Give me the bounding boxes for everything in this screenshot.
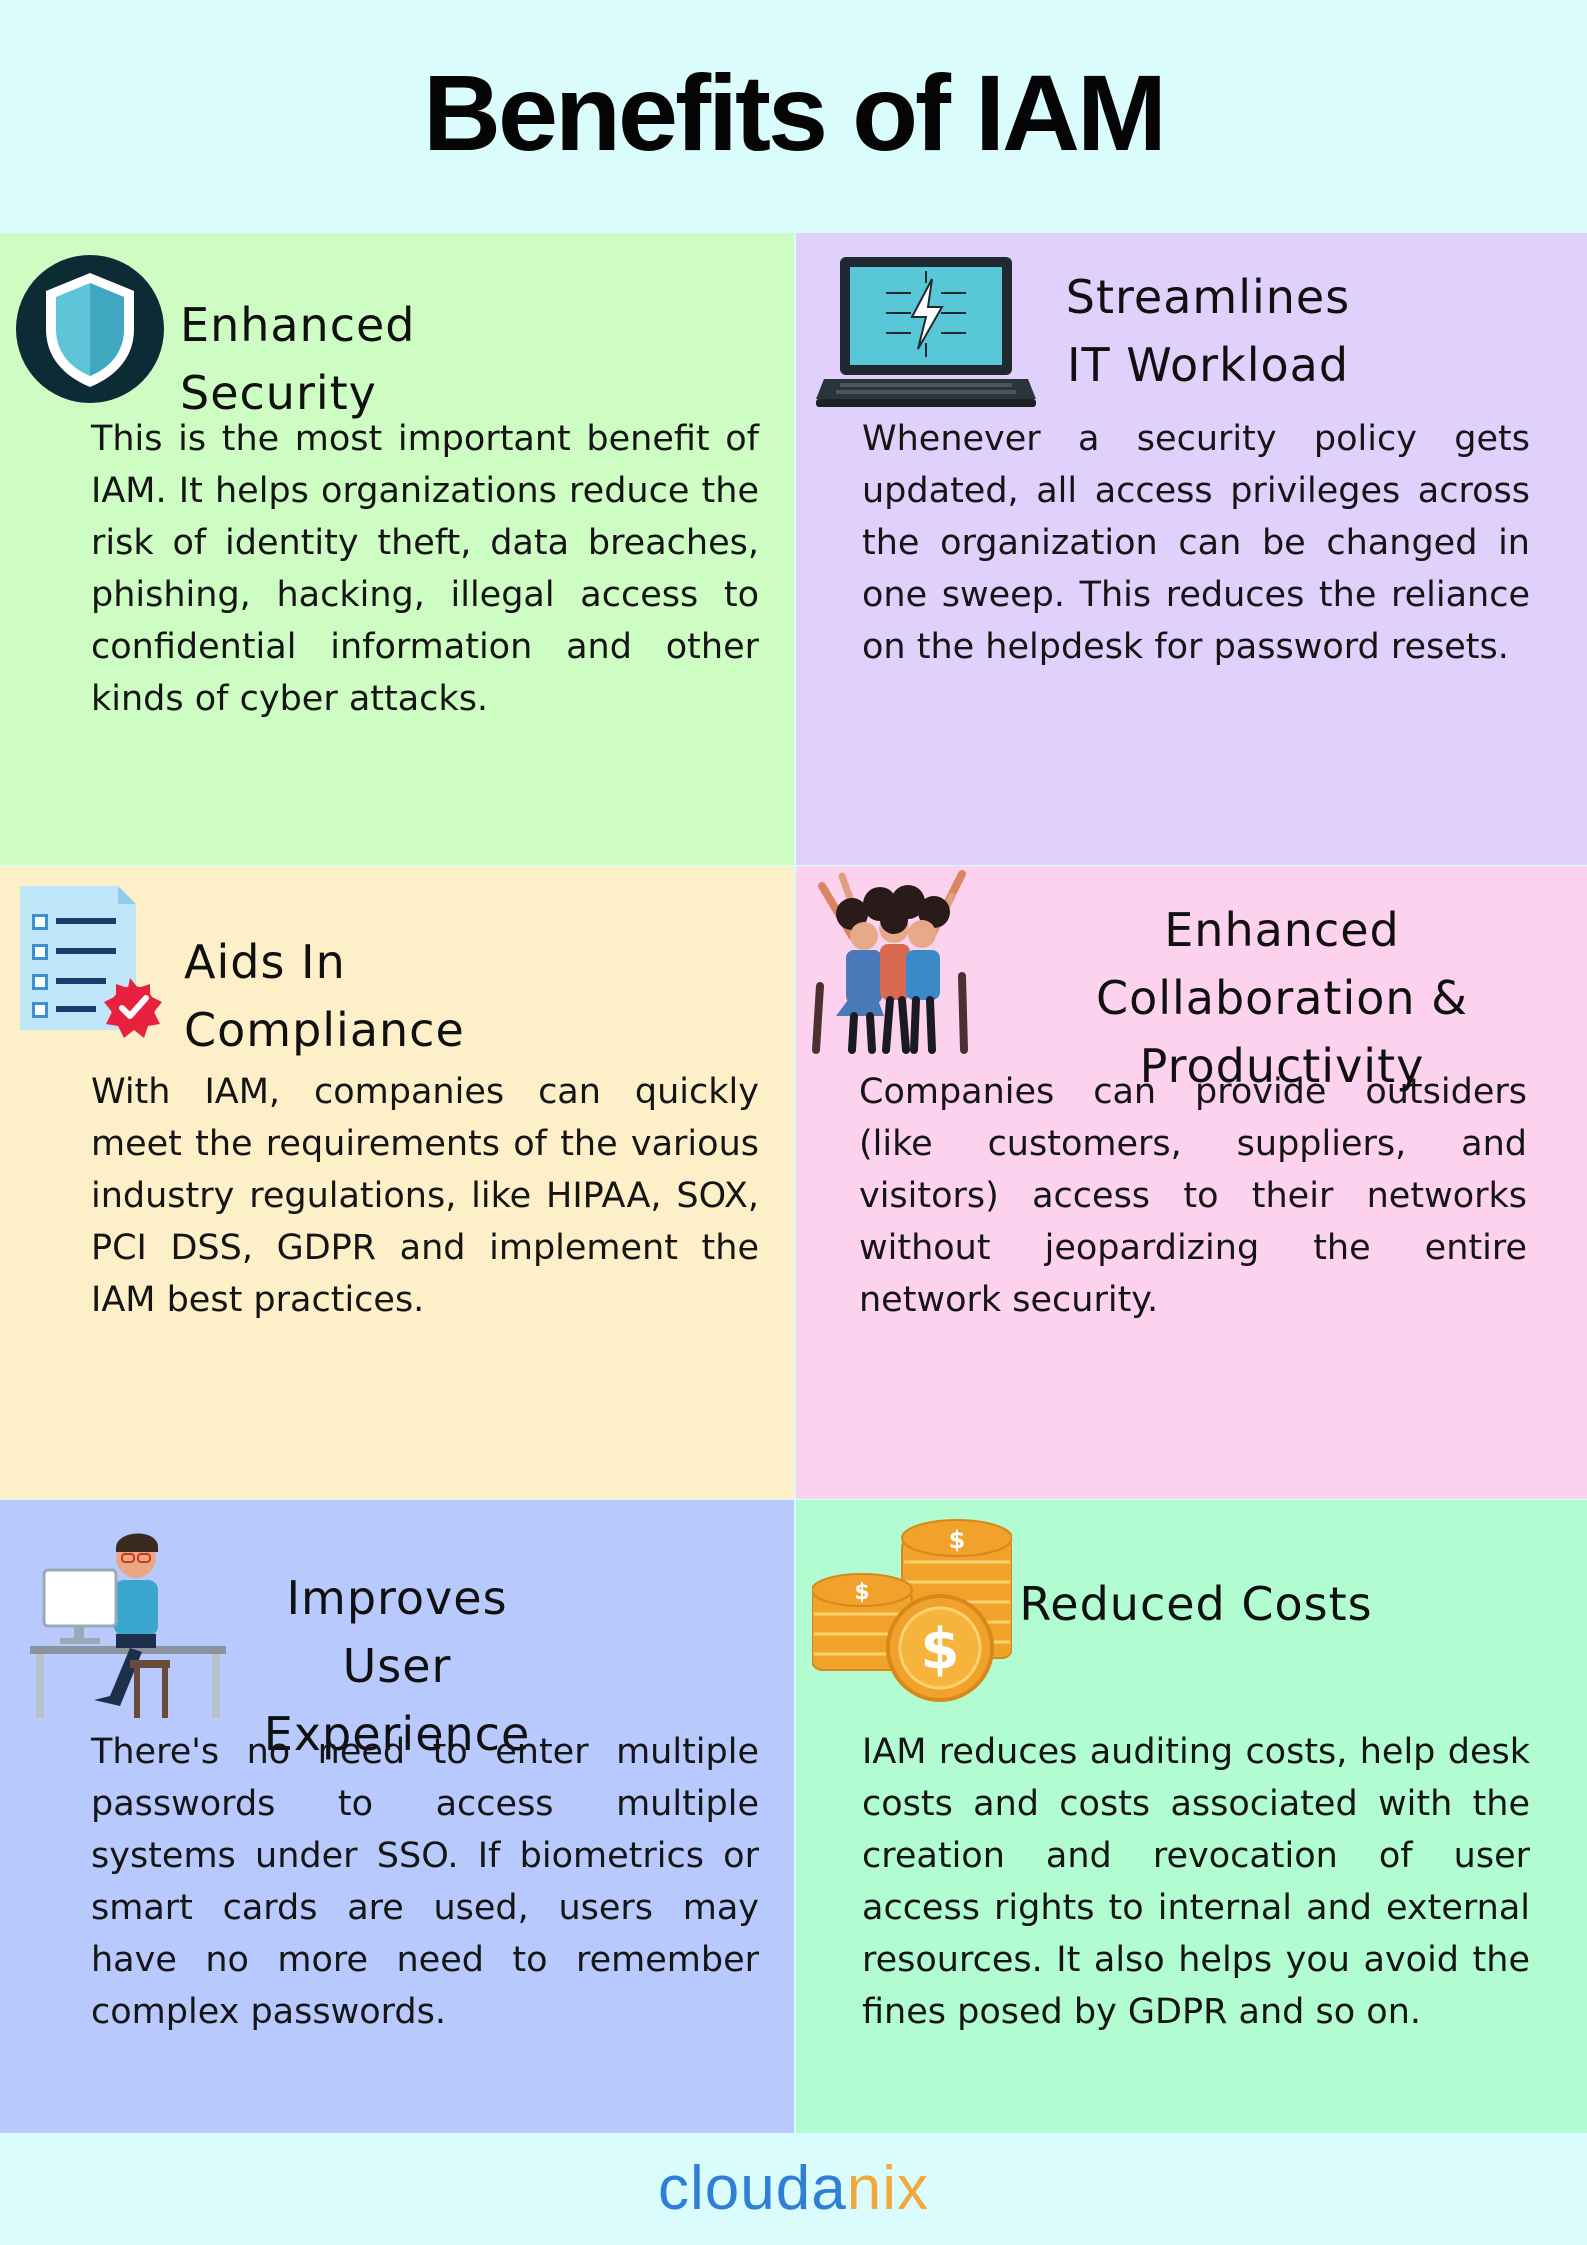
benefit-heading: Enhanced Collaboration & Productivity	[1095, 903, 1469, 1093]
page-title: Benefits of IAM	[422, 52, 1167, 173]
shield-icon	[16, 255, 164, 403]
svg-text:$: $	[921, 1617, 960, 1682]
footer: cloudanix	[0, 2133, 1587, 2245]
logo-text-accent: nix	[846, 2154, 929, 2223]
benefit-description: Companies can provide outsiders (like cu…	[859, 1072, 1527, 1320]
benefit-card-improves-user-experience: Improves User Experience There's no need…	[0, 1500, 794, 2133]
benefit-card-enhanced-collaboration: Enhanced Collaboration & Productivity Co…	[796, 866, 1587, 1499]
person-at-computer-icon	[30, 1533, 226, 1718]
svg-text:$: $	[854, 1580, 869, 1605]
benefit-heading: Reduced Costs	[1019, 1577, 1373, 1631]
benefit-description: With IAM, companies can quickly meet the…	[91, 1072, 759, 1320]
benefit-card-streamlines-it-workload: Streamlines IT Workload Whenever a secur…	[796, 233, 1587, 865]
benefit-description: There's no need to enter multiple passwo…	[91, 1732, 759, 2032]
benefit-heading: Improves User Experience	[263, 1571, 531, 1761]
svg-text:$: $	[949, 1526, 966, 1554]
checklist-document-icon	[20, 886, 162, 1038]
benefit-heading: Streamlines IT Workload	[1065, 270, 1351, 392]
benefit-card-reduced-costs: $ $ $ Reduced Costs IAM reduces auditing…	[796, 1500, 1587, 2133]
benefit-description: Whenever a security policy gets updated,…	[862, 419, 1530, 667]
benefit-heading: Aids In Compliance	[184, 935, 465, 1057]
benefit-heading: Enhanced Security	[180, 298, 416, 420]
benefit-description: This is the most important benefit of IA…	[91, 419, 759, 719]
coins-stack-icon: $ $ $	[812, 1519, 1012, 1702]
cloudanix-logo: cloudanix	[658, 2154, 929, 2223]
team-cheering-icon	[812, 870, 968, 1054]
logo-text-primary: clouda	[658, 2154, 847, 2223]
benefit-card-enhanced-security: Enhanced Security This is the most impor…	[0, 233, 794, 865]
benefit-description: IAM reduces auditing costs, help desk co…	[862, 1732, 1530, 2032]
benefit-card-aids-in-compliance: Aids In Compliance With IAM, companies c…	[0, 866, 794, 1499]
laptop-lightning-icon	[816, 257, 1036, 407]
